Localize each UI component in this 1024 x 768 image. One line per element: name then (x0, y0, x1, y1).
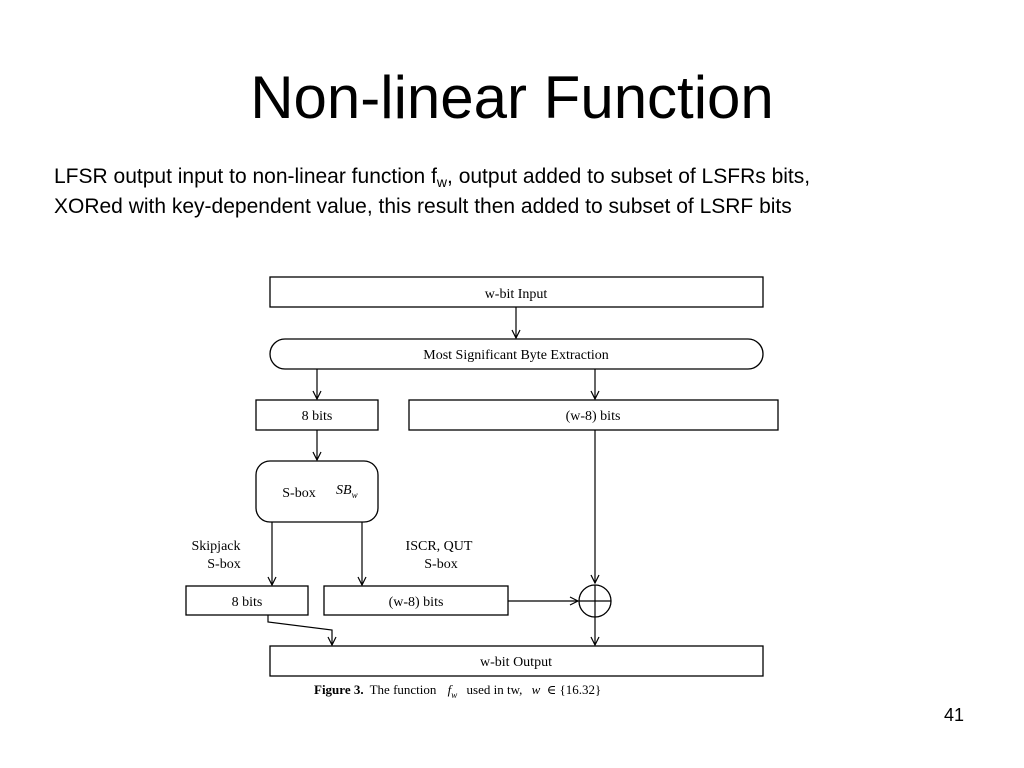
input-box: w-bit Input (269, 276, 764, 308)
svg-text:w-bit Output: w-bit Output (480, 655, 552, 670)
svg-text:Skipjack: Skipjack (192, 539, 241, 554)
body-line-2: XORed with key-dependent value, this res… (54, 195, 792, 218)
input-box-label: w-bit Input (485, 287, 548, 302)
slide-title: Non-linear Function (250, 64, 774, 131)
xor-icon (578, 584, 612, 618)
body-line-1-part-2: , output added to subset of LSFRs bits, (447, 165, 811, 188)
sbox-label: S-box (282, 486, 315, 501)
svg-text:(w-8) bits: (w-8) bits (389, 595, 444, 610)
extraction-box-label: Most Significant Byte Extraction (423, 348, 608, 363)
figure-caption: Figure 3. The function fw used in tw, w … (314, 682, 601, 701)
output-box: w-bit Output (269, 645, 764, 677)
extraction-box: Most Significant Byte Extraction (269, 338, 764, 370)
svg-text:S-box: S-box (424, 557, 457, 572)
left-bits-box: 8 bits (255, 399, 379, 431)
left-bits-box-label: 8 bits (302, 409, 333, 424)
svg-text:8 bits: 8 bits (232, 595, 263, 610)
right-bits-box: (w-8) bits (408, 399, 779, 431)
sbox-box: S-box SBw (255, 460, 379, 523)
body-line-1: LFSR output input to non-linear function… (54, 162, 994, 192)
right-bits-box-label: (w-8) bits (566, 409, 621, 424)
page-number: 41 (943, 705, 964, 725)
skipjack-label: Skipjack S-box (192, 539, 241, 572)
svg-text:ISCR, QUT: ISCR, QUT (406, 539, 473, 554)
lower-mid-box: (w-8) bits (323, 585, 509, 616)
lower-left-box: 8 bits (185, 585, 309, 616)
arrow-8bits-to-output (267, 615, 332, 645)
body-line-1-part-1: LFSR output input to non-linear function… (54, 165, 437, 188)
iscr-label: ISCR, QUT S-box (406, 539, 473, 572)
sbox-symbol: SBw (336, 483, 358, 500)
svg-text:Figure 3. The function: Figure 3. The function fw used in tw, w … (314, 682, 601, 701)
body-subscript: w (436, 174, 448, 190)
slide-body-text: LFSR output input to non-linear function… (54, 162, 994, 222)
svg-text:S-box: S-box (207, 557, 240, 572)
